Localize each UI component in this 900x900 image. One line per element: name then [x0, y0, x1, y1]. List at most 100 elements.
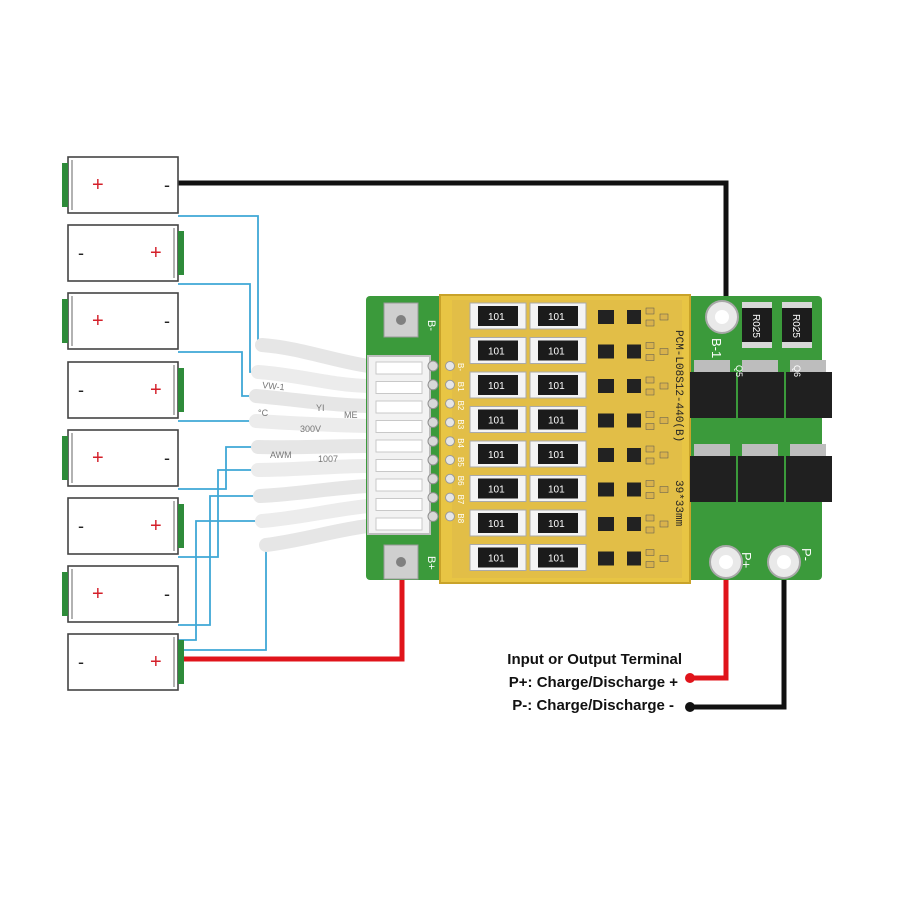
b-minus-hole: [396, 315, 406, 325]
board-model-label: PCM-L08S12-440(B): [672, 330, 684, 442]
cell-plus-sign: +: [92, 174, 104, 196]
small-ic: [627, 413, 641, 428]
balance-resistor: 101: [529, 371, 587, 399]
resistor-code: 101: [548, 485, 565, 496]
b-plus-hole: [396, 557, 406, 567]
connector-pin-slot: [375, 517, 423, 531]
cell-plus-sign: +: [150, 651, 162, 673]
balance-resistor: 101: [469, 475, 527, 502]
wire-print-1: VW-1: [262, 380, 285, 392]
balance-pin-label: B-: [456, 363, 465, 371]
cell-8: +-: [67, 633, 184, 691]
caption-p-minus: P-: Charge/Discharge -: [512, 697, 674, 714]
battery-cells: +-+-+-+-+-+-+-+-: [62, 156, 184, 691]
solder-pad: [427, 435, 439, 447]
cell-minus-sign: -: [78, 652, 84, 672]
solder-pad-inner: [445, 398, 455, 409]
connector-pin-slot: [375, 459, 423, 472]
smd-part: [645, 445, 655, 453]
p-minus-wire-end: [685, 702, 695, 712]
cell-plus-sign: +: [92, 583, 104, 605]
cell-7: +-: [62, 565, 179, 623]
small-ic: [598, 310, 614, 324]
cell-body: [67, 361, 179, 419]
solder-pad: [427, 454, 439, 466]
b-1-label: B-1: [709, 338, 724, 358]
cell-body: [67, 565, 179, 623]
connector-pin-slot: [375, 439, 423, 453]
small-ic: [627, 517, 641, 531]
balance-resistor: 101: [529, 406, 587, 433]
solder-pad-inner: [445, 379, 455, 390]
balance-pin-label: B4: [456, 438, 465, 448]
smd-part: [645, 354, 655, 361]
wire-print-3: ME: [344, 410, 358, 420]
resistor-code: 101: [548, 381, 565, 392]
p-plus-label: P+: [739, 552, 754, 568]
small-ic: [627, 482, 641, 497]
balance-resistor: 101: [469, 371, 527, 399]
shunt-2-code: R025: [790, 314, 801, 338]
balance-solder-pads: [427, 360, 455, 522]
connector-pin-slot: [375, 420, 423, 433]
p-minus-label: P-: [799, 548, 814, 561]
smd-part: [659, 382, 669, 390]
resistor-code: 101: [488, 347, 505, 358]
balance-resistor: 101: [469, 544, 527, 571]
wire-print-4: °C: [258, 408, 269, 418]
cell-terminal-cap: [178, 231, 184, 275]
cell-terminal-cap: [178, 368, 184, 412]
wire-print-5: 300V: [300, 424, 321, 434]
mosfet: [690, 360, 736, 418]
cell-plus-sign: +: [150, 515, 162, 537]
cell-terminal-cap: [178, 504, 184, 548]
resistor-code: 101: [548, 450, 565, 461]
balance-resistor: 101: [529, 544, 587, 571]
resistor-code: 101: [548, 347, 565, 358]
balance-pin-label: B3: [456, 419, 465, 429]
p-plus-terminal-hole: [719, 555, 733, 569]
ribbon-wire-1: [255, 338, 375, 373]
resistor-code: 101: [488, 312, 505, 323]
solder-pad: [427, 360, 439, 372]
cell-minus-sign: -: [164, 175, 170, 195]
smd-part: [659, 520, 669, 528]
balance-wire: [178, 283, 262, 373]
balance-wire: [178, 495, 262, 626]
balance-resistor: 101: [469, 440, 527, 468]
smd-part: [659, 555, 669, 562]
smd-part: [645, 492, 655, 499]
solder-pad: [427, 416, 439, 428]
cell-1: +-: [62, 156, 179, 214]
balance-pin-label: B5: [456, 457, 465, 467]
solder-pad: [427, 510, 439, 522]
shunt-resistor-1: R025: [742, 302, 772, 348]
small-ic: [627, 379, 641, 393]
smd-part: [645, 319, 655, 327]
q5-label: Q5: [734, 365, 744, 377]
balance-resistor: 101: [529, 302, 587, 330]
smd-part: [645, 480, 655, 487]
small-components: [598, 307, 669, 568]
balance-wire: [178, 469, 262, 558]
smd-part: [645, 388, 655, 396]
balance-pin-label: B8: [456, 513, 465, 523]
solder-pad-inner: [445, 436, 455, 447]
balance-pin-label: B2: [456, 401, 465, 411]
cell-terminal-cap: [178, 640, 184, 684]
wire-print-7: 1007: [318, 454, 338, 464]
smd-part: [645, 307, 655, 315]
smd-part: [659, 486, 669, 493]
resistor-code: 101: [488, 416, 505, 427]
ribbon-wire-9: [259, 519, 375, 552]
small-ic: [598, 344, 614, 359]
small-ic: [627, 551, 641, 566]
solder-pad-inner: [445, 511, 455, 522]
balance-wire: [178, 520, 262, 641]
cell-minus-sign: -: [78, 380, 84, 400]
cell-terminal-cap: [62, 436, 68, 480]
cell-5: +-: [62, 429, 179, 487]
